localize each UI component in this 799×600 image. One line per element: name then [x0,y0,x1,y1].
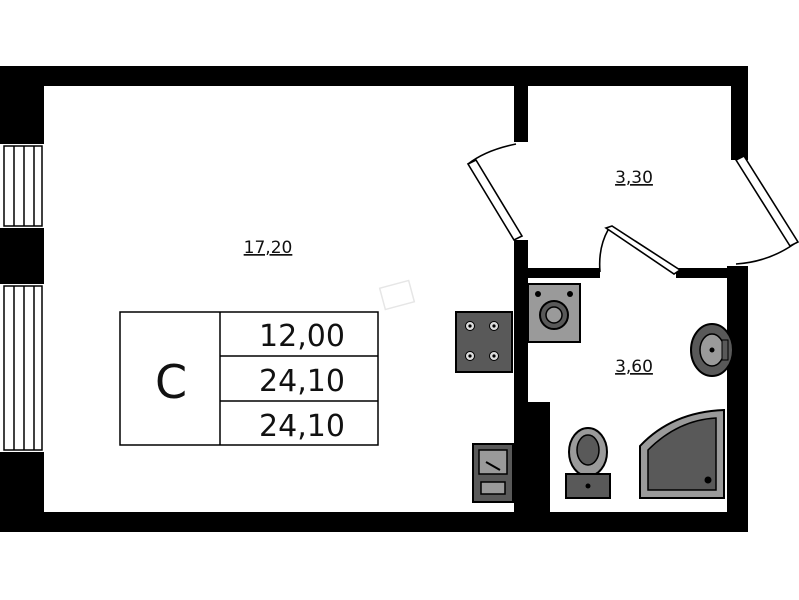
wall-partition-lower [514,240,528,512]
room-area-living: 17,20 [244,238,293,258]
room-area-hall: 3,30 [615,168,653,188]
wall-partition-upper [514,86,528,142]
door-entrance [734,154,799,265]
wall-right-bottom [727,266,748,532]
faint-marker [378,279,416,311]
legend-value-3: 24,10 [259,409,345,444]
wall-hall-bath-right [676,268,732,278]
wall-left-mid [0,228,44,284]
wall-left-top [0,66,44,144]
wall-top [0,66,748,86]
stove-icon [455,311,513,373]
window-upper [3,145,43,227]
legend-type-letter: С [155,355,187,409]
wall-right-top [731,66,748,160]
door-bathroom [598,225,682,275]
shower-icon [639,408,725,499]
wall-left-bottom [0,452,44,532]
wall-hall-bath-left [514,268,600,278]
toilet-icon [565,427,611,499]
washing-machine-icon [527,283,581,343]
door-living-hall [466,143,524,242]
walls [0,66,748,532]
window-lower [3,285,43,451]
legend-box: С 12,00 24,10 24,10 [119,311,379,446]
washbasin-icon [690,323,734,377]
legend-value-2: 24,10 [259,364,345,399]
legend-value-1: 12,00 [259,319,345,354]
wall-bath-pier [528,402,550,512]
wall-bottom [0,512,748,532]
room-area-bathroom: 3,60 [615,357,653,377]
kitchen-sink-icon [472,443,514,503]
